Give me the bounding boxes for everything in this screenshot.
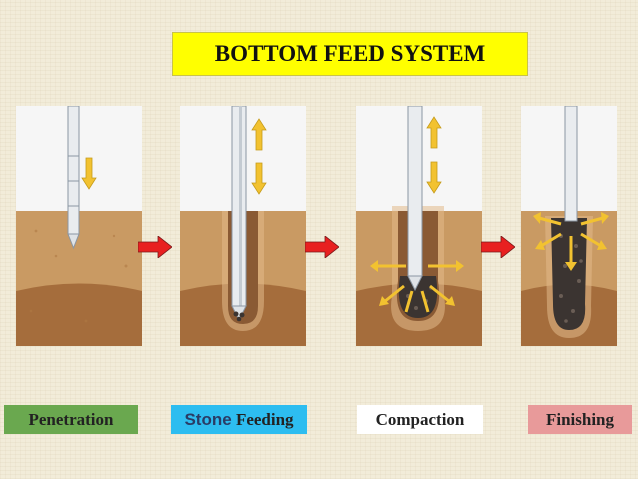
step-label-compaction: Compaction (357, 405, 483, 434)
vibroprobe (407, 106, 423, 277)
step-label-text: Penetration (28, 409, 114, 429)
finishing-arrows-icon (533, 212, 609, 271)
step-label-finishing: Finishing (528, 405, 632, 434)
panel-compaction (356, 106, 482, 346)
step-label-stone: Stone (184, 409, 232, 429)
step-label-text: Stone Feeding (184, 410, 293, 430)
next-step-arrow-icon (480, 235, 516, 259)
title-text: BOTTOM FEED SYSTEM (214, 41, 486, 66)
step-label-text: Compaction (375, 409, 465, 429)
panel-stone-feeding (180, 106, 306, 346)
up-arrow-icon (251, 118, 267, 151)
down-arrow-icon (81, 157, 97, 190)
panel-penetration (16, 106, 142, 346)
vibroprobe (67, 106, 80, 235)
up-arrow-icon (426, 116, 442, 149)
step-label-text: Finishing (545, 409, 615, 429)
diagram-title: BOTTOM FEED SYSTEM (172, 32, 528, 76)
step-label-stone-feeding: Stone Feeding (171, 405, 307, 434)
down-arrow-icon (426, 161, 442, 194)
next-step-arrow-icon (137, 235, 173, 259)
panel-finishing (521, 106, 638, 346)
step-label-feeding: Feeding (231, 409, 294, 429)
next-step-arrow-icon (304, 235, 340, 259)
step-label-penetration: Penetration (4, 405, 138, 434)
down-arrow-icon (251, 162, 267, 195)
compaction-arrows-icon (370, 260, 464, 313)
vibroprobe (564, 106, 578, 222)
